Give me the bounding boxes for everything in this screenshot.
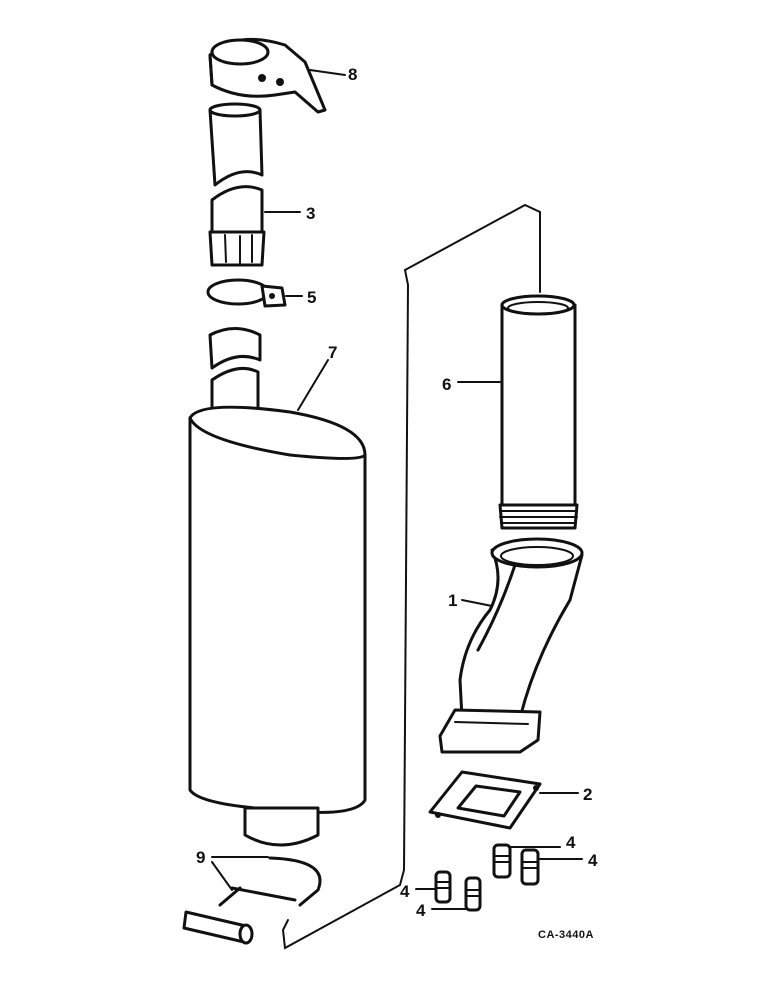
pipe-clamp (206, 278, 287, 308)
callout-4d: 4 (416, 901, 426, 920)
callout-7: 7 (328, 343, 337, 362)
callout-8: 8 (348, 65, 357, 84)
stud-1 (492, 843, 512, 879)
exhaust-stack-pipe (498, 294, 579, 530)
exhaust-elbow (438, 537, 584, 754)
callout-1: 1 (448, 591, 457, 610)
callout-2: 2 (583, 785, 592, 804)
leader-7 (297, 359, 329, 411)
stud-2 (520, 848, 540, 886)
leader-1 (461, 599, 493, 607)
rain-cap (208, 37, 327, 114)
callout-4c: 4 (400, 882, 410, 901)
callout-4a: 4 (566, 833, 576, 852)
callout-9: 9 (196, 848, 205, 867)
leader-9 (211, 856, 269, 891)
u-bolt-clamp (182, 856, 322, 945)
muffler (188, 405, 367, 847)
group-boundary-line (281, 203, 541, 950)
upper-exhaust-pipe (208, 102, 266, 267)
stud-4 (464, 876, 482, 912)
leader-8 (309, 69, 346, 76)
callout-4b: 4 (588, 851, 598, 870)
stud-3 (434, 870, 452, 904)
callout-5: 5 (307, 288, 316, 307)
elbow-gasket (428, 770, 542, 830)
callout-6: 6 (442, 375, 451, 394)
drawing-code: CA-3440A (538, 929, 594, 941)
callout-3: 3 (306, 204, 315, 223)
